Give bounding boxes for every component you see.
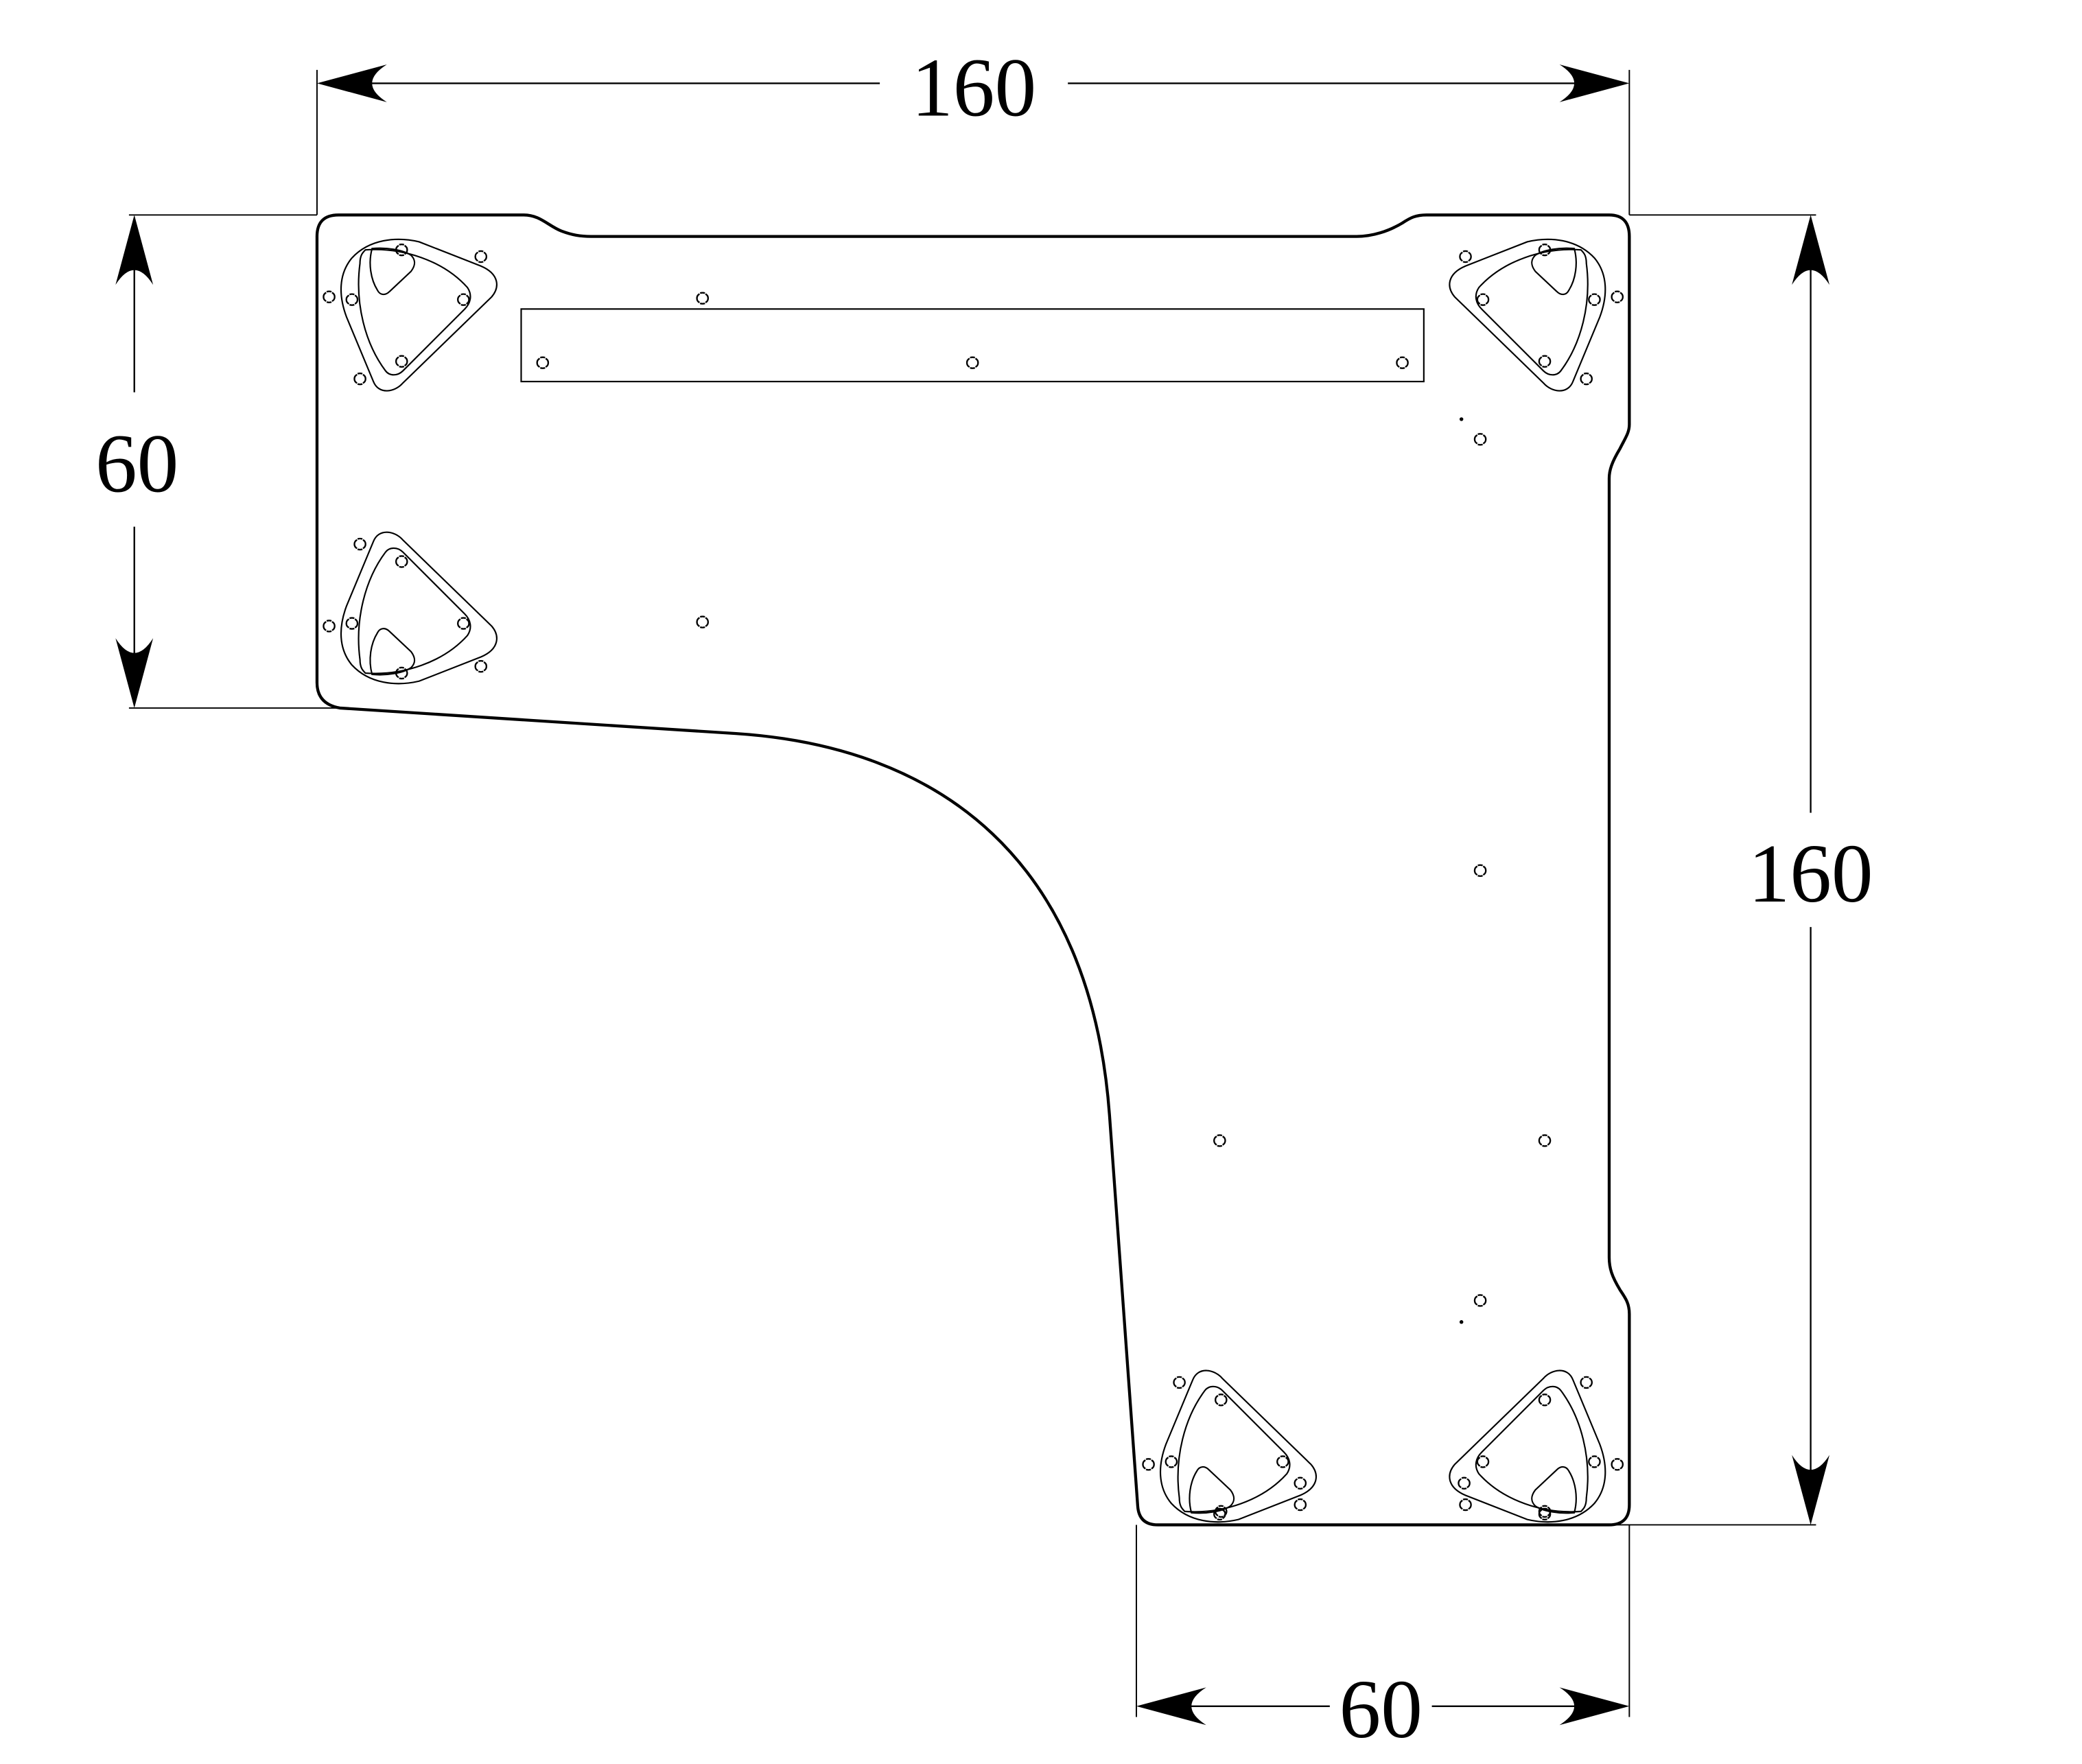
dimension-label: 60	[95, 419, 178, 510]
screw-hole-icon	[1458, 1477, 1471, 1490]
bracket-plate-icon	[323, 239, 496, 391]
pilot-dot-icon	[1459, 417, 1464, 421]
screw-hole-icon	[536, 356, 550, 369]
bracket-plate-icon	[323, 532, 496, 684]
bracket-plate-left-middle	[323, 532, 496, 684]
screw-hole-icon	[1294, 1477, 1307, 1490]
bracket-plate-bottom-right	[1449, 1371, 1622, 1522]
arrowhead-icon	[1792, 1455, 1830, 1525]
dimension-label: 160	[1748, 828, 1873, 920]
screw-hole-icon	[1396, 356, 1409, 369]
bracket-plate-bottom-left	[1143, 1371, 1315, 1522]
arrowhead-icon	[1559, 64, 1630, 102]
arrowhead-icon	[1559, 1687, 1630, 1726]
screw-hole-icon	[1473, 1294, 1487, 1307]
screw-hole-icon	[1538, 1134, 1552, 1147]
screw-hole-icon	[1213, 1134, 1226, 1147]
bracket-plate-icon	[1449, 239, 1622, 391]
arrowhead-icon	[115, 638, 154, 708]
arrowhead-icon	[115, 215, 154, 285]
screw-hole-icon	[1473, 433, 1487, 446]
arrowhead-icon	[316, 64, 387, 102]
cable-tray-slot	[520, 292, 1425, 383]
desk-top-outline	[315, 213, 1631, 1527]
bracket-plate-top-left	[323, 239, 496, 391]
dimension-label: 160	[911, 42, 1036, 134]
screw-hole-icon	[1473, 864, 1487, 878]
screw-hole-icon	[966, 356, 979, 369]
pilot-dots	[1459, 417, 1464, 1324]
dimension-left-depth: 60	[95, 214, 336, 709]
slot-rectangle	[520, 308, 1425, 383]
dimension-top-width: 160	[316, 42, 1630, 215]
arrowhead-icon	[1136, 1687, 1206, 1726]
pilot-dot-icon	[1459, 1320, 1464, 1324]
screw-hole-icon	[696, 615, 710, 628]
bracket-plate-icon	[1449, 1371, 1622, 1522]
bracket-plate-icon	[1143, 1371, 1315, 1522]
bracket-plate-top-right	[1449, 239, 1622, 391]
arrowhead-icon	[1792, 215, 1830, 285]
screw-hole-icon	[696, 292, 710, 305]
dimension-label: 60	[1340, 1664, 1423, 1756]
dimension-bottom-depth: 60	[1135, 1525, 1630, 1756]
standalone-screw-holes	[696, 433, 1552, 1520]
dimension-right-length: 160	[1611, 214, 1873, 1526]
